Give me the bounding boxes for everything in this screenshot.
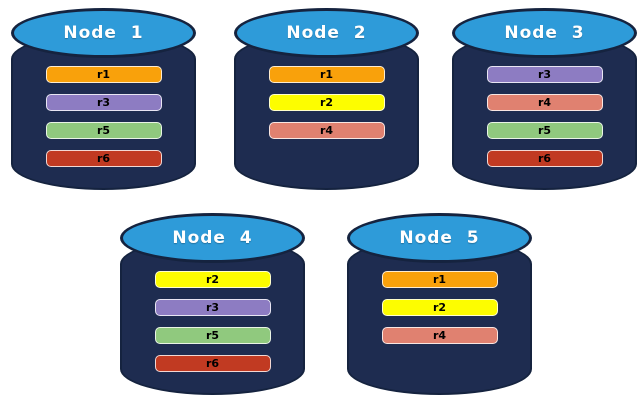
node-5-cylinder: Node 5 r1 r2 r4 xyxy=(347,213,532,395)
node-2-cylinder-top: Node 2 xyxy=(234,8,419,58)
node-3-replica-list: r3 r4 r5 r6 xyxy=(452,66,637,167)
node-4-replica-list: r2 r3 r5 r6 xyxy=(120,271,305,372)
replica-bar-r3: r3 xyxy=(45,94,162,111)
replica-bar-r5: r5 xyxy=(154,327,271,344)
node-3-cylinder: Node 3 r3 r4 r5 r6 xyxy=(452,8,637,190)
node-5-cylinder-top: Node 5 xyxy=(347,213,532,263)
replica-bar-r2: r2 xyxy=(154,271,271,288)
replica-bar-r5: r5 xyxy=(486,122,603,139)
replica-bar-r3: r3 xyxy=(154,299,271,316)
node-5-title: Node 5 xyxy=(399,228,480,248)
replica-bar-r3: r3 xyxy=(486,66,603,83)
replica-bar-r2: r2 xyxy=(381,299,498,316)
replica-bar-r4: r4 xyxy=(268,122,385,139)
node-1-replica-list: r1 r3 r5 r6 xyxy=(11,66,196,167)
node-3-cylinder-top: Node 3 xyxy=(452,8,637,58)
node-1-cylinder: Node 1 r1 r3 r5 r6 xyxy=(11,8,196,190)
node-2-replica-list: r1 r2 r4 xyxy=(234,66,419,139)
node-3-title: Node 3 xyxy=(504,23,585,43)
replica-bar-r1: r1 xyxy=(268,66,385,83)
node-5-replica-list: r1 r2 r4 xyxy=(347,271,532,344)
node-2-cylinder: Node 2 r1 r2 r4 xyxy=(234,8,419,190)
replica-bar-r1: r1 xyxy=(45,66,162,83)
node-5-cylinder-body xyxy=(347,238,532,395)
node-4-cylinder: Node 4 r2 r3 r5 r6 xyxy=(120,213,305,395)
replica-bar-r2: r2 xyxy=(268,94,385,111)
node-4-title: Node 4 xyxy=(172,228,253,248)
node-2-title: Node 2 xyxy=(286,23,367,43)
replica-bar-r4: r4 xyxy=(381,327,498,344)
replica-bar-r5: r5 xyxy=(45,122,162,139)
node-4-cylinder-top: Node 4 xyxy=(120,213,305,263)
node-3-cylinder-body xyxy=(452,33,637,190)
node-1-cylinder-top: Node 1 xyxy=(11,8,196,58)
replica-bar-r6: r6 xyxy=(45,150,162,167)
replica-bar-r4: r4 xyxy=(486,94,603,111)
node-2-cylinder-body xyxy=(234,33,419,190)
node-1-title: Node 1 xyxy=(63,23,144,43)
replica-bar-r6: r6 xyxy=(154,355,271,372)
replica-bar-r1: r1 xyxy=(381,271,498,288)
replica-bar-r6: r6 xyxy=(486,150,603,167)
